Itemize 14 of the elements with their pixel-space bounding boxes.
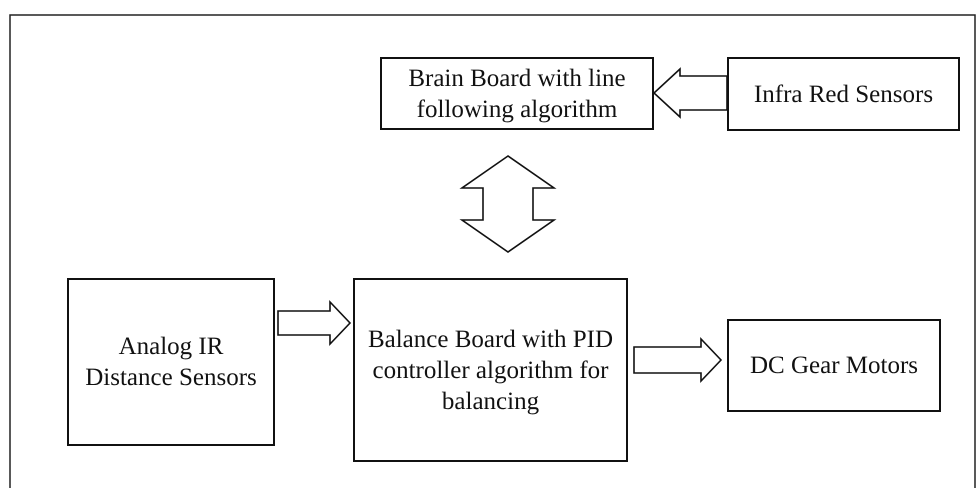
box-label: Balance Board with PID controller algorithm for balancing — [366, 324, 614, 416]
block-arrow — [633, 337, 722, 383]
block-arrow — [652, 67, 728, 119]
box-label: DC Gear Motors — [750, 351, 918, 381]
block-box — [67, 278, 275, 446]
block-box — [380, 57, 654, 130]
block-box — [353, 278, 628, 462]
block-box — [727, 57, 960, 131]
block-box — [727, 319, 941, 412]
box-label: Brain Board with line following algorithm — [407, 64, 627, 124]
box-label: Infra Red Sensors — [754, 80, 934, 110]
block-arrow — [459, 155, 557, 253]
block-arrow — [277, 300, 352, 346]
box-label: Analog IR Distance Sensors — [84, 332, 258, 393]
